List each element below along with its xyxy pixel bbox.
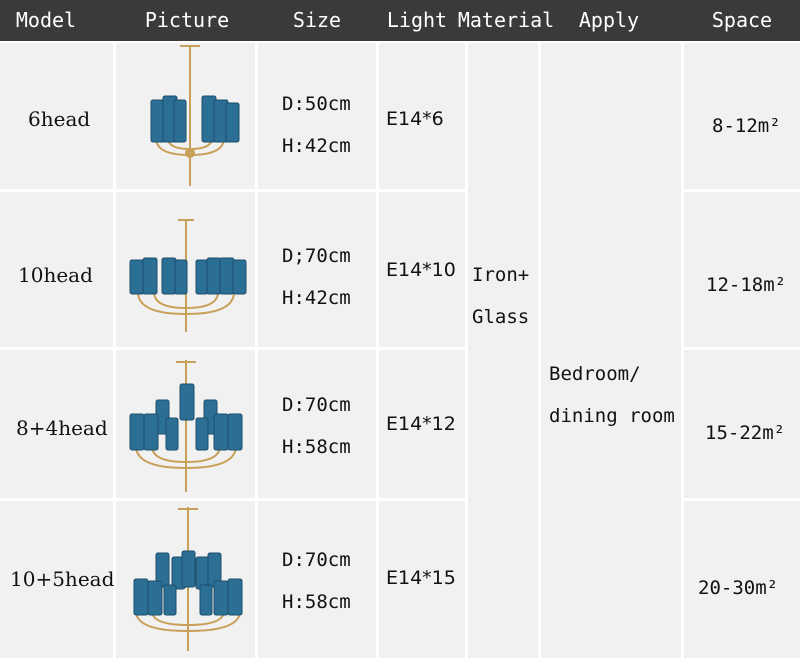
- chandelier-10-5-head-icon: [133, 507, 243, 651]
- apply-line-1: Bedroom/: [549, 363, 641, 385]
- header-apply: Apply: [578, 8, 640, 32]
- light-value: E14*10: [386, 259, 456, 281]
- size-cell: D:70cm H:58cm: [258, 501, 376, 658]
- table-row: 10head: [0, 192, 113, 347]
- chandelier-6-head-icon: [150, 45, 240, 186]
- material-line-2: Glass: [472, 306, 530, 328]
- apply-line-2: dining room: [549, 405, 675, 427]
- header-space: Space: [711, 8, 773, 32]
- light-value: E14*6: [386, 108, 444, 130]
- table-header: Model Picture Size Light Material Apply …: [0, 0, 800, 41]
- light-value: E14*15: [386, 567, 456, 589]
- size-height: H:42cm: [282, 287, 351, 309]
- model-cell: 10+5head: [10, 567, 115, 591]
- table-row: 6head: [0, 43, 113, 189]
- light-cell: E14*15: [379, 501, 465, 658]
- size-cell: D;70cm H:42cm: [258, 192, 376, 347]
- picture-cell: [116, 43, 255, 189]
- table-row: 8+4head: [0, 350, 113, 498]
- material-cell: Iron+ Glass: [468, 43, 538, 658]
- space-cell: 20-30m²: [684, 501, 800, 658]
- size-cell: D:50cm H:42cm: [258, 43, 376, 189]
- model-cell: 6head: [28, 107, 91, 131]
- header-light: Light: [386, 8, 448, 32]
- space-value: 8-12m²: [712, 115, 781, 137]
- chandelier-10-head-icon: [129, 219, 247, 332]
- space-cell: 8-12m²: [684, 43, 800, 189]
- size-diameter: D:70cm: [282, 549, 351, 571]
- size-height: H:58cm: [282, 436, 351, 458]
- chandelier-8-4-head-icon: [129, 360, 243, 492]
- header-picture: Picture: [144, 8, 230, 32]
- light-cell: E14*12: [379, 350, 465, 498]
- apply-cell: Bedroom/ dining room: [541, 43, 681, 658]
- space-value: 15-22m²: [705, 422, 786, 444]
- light-cell: E14*10: [379, 192, 465, 347]
- size-diameter: D:50cm: [282, 93, 351, 115]
- light-cell: E14*6: [379, 43, 465, 189]
- picture-cell: [116, 192, 255, 347]
- picture-cell: [116, 350, 255, 498]
- picture-cell: [116, 501, 255, 658]
- model-cell: 10head: [18, 263, 93, 287]
- size-height: H:58cm: [282, 591, 351, 613]
- space-cell: 12-18m²: [684, 192, 800, 347]
- table-row: 10+5head: [0, 501, 115, 658]
- header-material: Material: [457, 8, 555, 32]
- header-model: Model: [15, 8, 77, 32]
- space-cell: 15-22m²: [684, 350, 800, 498]
- size-diameter: D;70cm: [282, 245, 351, 267]
- size-diameter: D:70cm: [282, 394, 351, 416]
- light-value: E14*12: [386, 413, 456, 435]
- material-line-1: Iron+: [472, 264, 530, 286]
- size-cell: D:70cm H:58cm: [258, 350, 376, 498]
- header-size: Size: [292, 8, 342, 32]
- space-value: 20-30m²: [698, 577, 779, 599]
- size-height: H:42cm: [282, 135, 351, 157]
- space-value: 12-18m²: [706, 274, 787, 296]
- model-cell: 8+4head: [16, 416, 108, 440]
